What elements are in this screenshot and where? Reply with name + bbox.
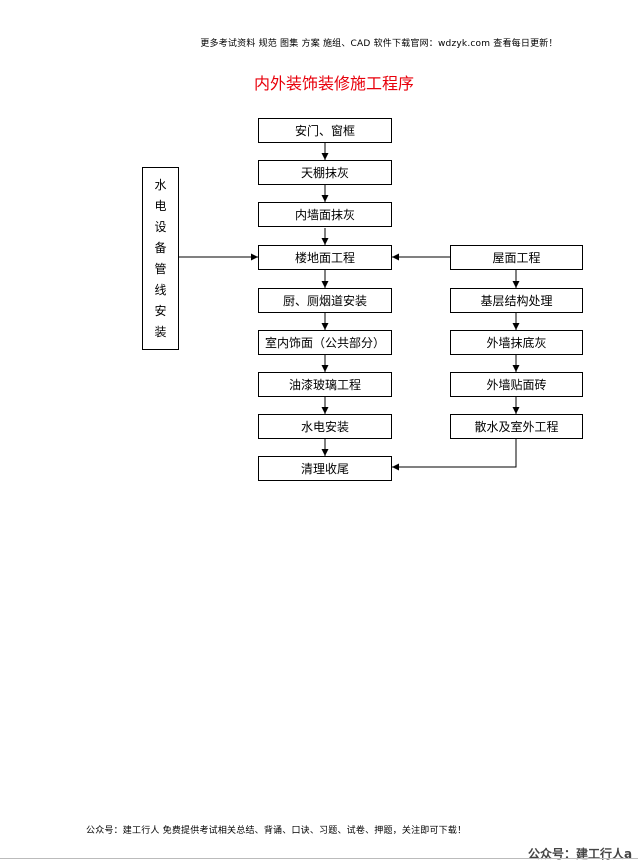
side-char: 电 — [154, 198, 167, 213]
step-door-window-frame: 安门、窗框 — [258, 118, 392, 143]
watermark: 公众号：建工行人a — [528, 847, 633, 861]
step-roof-works: 屋面工程 — [450, 245, 583, 270]
footer-note: 公众号：建工行人 免费提供考试相关总结、背诵、口诀、习题、试卷、押题，关注即可下… — [86, 826, 467, 836]
step-mep-installation: 水电安装 — [258, 414, 392, 439]
step-interior-wall-plaster: 内墙面抹灰 — [258, 202, 392, 227]
step-paint-glass: 油漆玻璃工程 — [258, 372, 392, 397]
step-flue-installation: 厨、厕烟道安装 — [258, 288, 392, 313]
step-interior-finish: 室内饰面（公共部分） — [258, 330, 392, 355]
step-cleanup: 清理收尾 — [258, 456, 392, 481]
step-base-treatment: 基层结构处理 — [450, 288, 583, 313]
step-floor-works: 楼地面工程 — [258, 245, 392, 270]
side-char: 水 — [154, 177, 167, 192]
arrow-outdoor-to-cleanup — [392, 439, 517, 471]
side-char: 安 — [154, 303, 167, 318]
step-exterior-tiles: 外墙贴面砖 — [450, 372, 583, 397]
step-ceiling-plaster: 天棚抹灰 — [258, 160, 392, 185]
page-title: 内外装饰装修施工程序 — [253, 74, 414, 93]
side-char: 线 — [154, 282, 167, 297]
header-note: 更多考试资料 规范 图集 方案 施组、CAD 软件下载官网：wdzyk.com … — [200, 39, 558, 49]
page-divider — [0, 858, 638, 859]
side-char: 装 — [154, 324, 167, 339]
step-outdoor-works: 散水及室外工程 — [450, 414, 583, 439]
side-char: 管 — [154, 261, 167, 276]
step-exterior-base-plaster: 外墙抹底灰 — [450, 330, 583, 355]
side-char: 备 — [154, 240, 167, 255]
step-mep-pipeline: 水 电 设 备 管 线 安 装 — [142, 167, 179, 350]
side-char: 设 — [154, 219, 167, 234]
